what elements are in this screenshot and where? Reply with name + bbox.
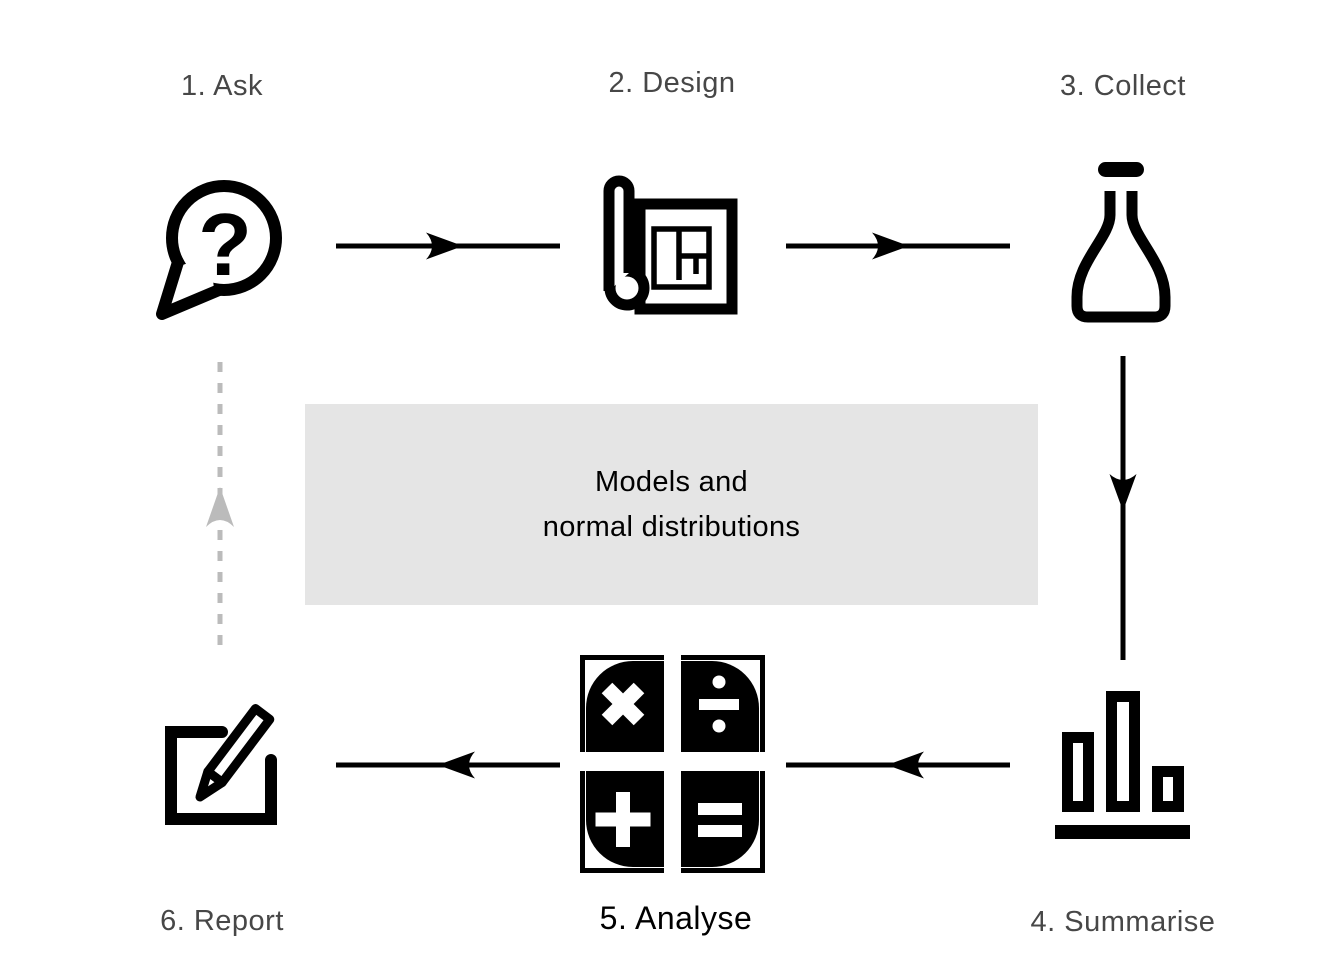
step-label-ask: 1. Ask [181,70,263,102]
edit-pencil-icon [165,704,277,825]
flask-icon [1071,162,1171,323]
models-normal-distributions-box: Models and normal distributions [305,404,1038,605]
step-label-collect: 3. Collect [1060,70,1186,102]
calculator-icon [580,655,765,873]
arrow-summarise-to-analyse [786,751,1010,779]
arrow-ask-to-design [336,232,560,260]
step-label-analyse: 5. Analyse [599,900,753,936]
blueprint-icon [603,175,738,315]
arrow-analyse-to-report [336,751,560,779]
arrow-report-to-ask-dashed [206,362,234,652]
step-label-design: 2. Design [608,67,736,99]
step-label-summarise: 4. Summarise [1030,906,1216,938]
arrow-design-to-collect [786,232,1010,260]
question-speech-bubble-icon: ? [156,180,282,320]
arrow-collect-to-summarise [1109,356,1137,660]
models-box-line-2: normal distributions [542,510,801,543]
svg-text:?: ? [198,195,252,294]
bar-chart-icon [1055,691,1190,839]
step-label-report: 6. Report [160,905,284,937]
models-box-line-1: Models and [595,465,748,498]
